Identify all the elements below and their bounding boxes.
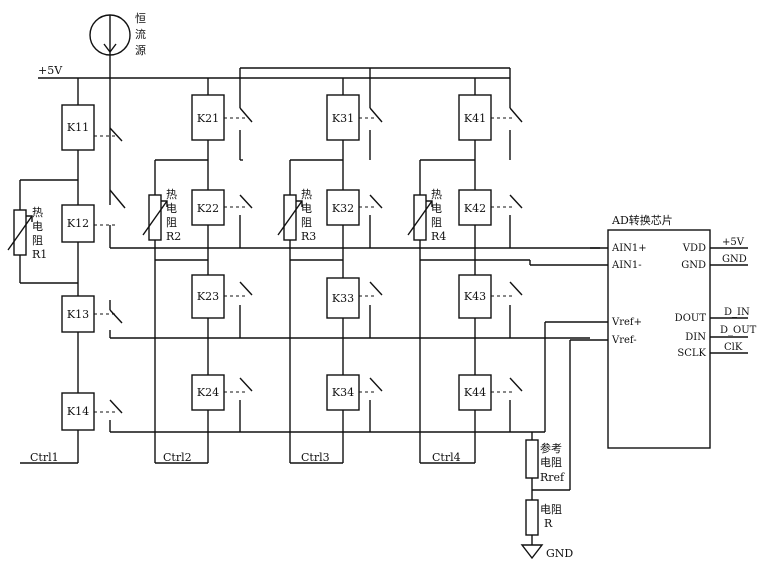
ad-signal-gnd: GND <box>722 254 747 265</box>
relay-k14 <box>61 392 95 431</box>
ctrl3-label: Ctrl3 <box>301 451 330 464</box>
relay-k41-label: K41 <box>464 112 486 125</box>
ad-pin-ain1-plus: AIN1+ <box>611 243 647 254</box>
relay-k43-label: K43 <box>464 290 486 303</box>
relay-k31-label: K31 <box>332 112 354 125</box>
ad-pin-vref-plus: Vref+ <box>611 317 642 328</box>
supply-wiring <box>38 55 511 190</box>
relay-k44 <box>458 374 492 411</box>
relay-k14-label: K14 <box>67 405 89 418</box>
relay-k21-label: K21 <box>197 112 219 125</box>
relay-k13-label: K13 <box>67 308 89 321</box>
thermistor-r2 <box>142 194 168 241</box>
ad-signal-d-in: D_IN <box>724 307 750 318</box>
ad-pin-dout: DOUT <box>675 313 707 324</box>
ctrl2-label: Ctrl2 <box>163 451 192 464</box>
ad-chip-wiring <box>529 247 748 545</box>
relay-k11-label: K11 <box>67 121 89 134</box>
thermistor-r2-line-1: 热 <box>166 188 177 201</box>
ad-pin-din: DIN <box>685 332 706 343</box>
thermistor-r1-line-2: 电 <box>32 220 43 233</box>
relay-k12-label: K12 <box>67 217 89 230</box>
column-2-dashes <box>224 117 245 393</box>
ad-pin-ain1-minus: AIN1- <box>611 260 642 271</box>
ground-label: GND <box>546 547 573 560</box>
thermistor-r2-line-2: 电 <box>166 202 177 215</box>
thermistor-r3-line-2: 电 <box>301 202 312 215</box>
thermistor-r3-line-1: 热 <box>301 188 312 201</box>
relay-k22 <box>191 189 225 226</box>
ctrl4-label: Ctrl4 <box>432 451 461 464</box>
reference-resistor <box>525 439 539 479</box>
relay-k34-label: K34 <box>332 386 354 399</box>
thermistor-r1 <box>7 209 33 256</box>
relay-k32 <box>326 189 360 226</box>
column-4-wiring <box>154 78 530 464</box>
thermistor-r4-name: R4 <box>431 230 446 243</box>
rref-name: Rref <box>540 471 565 484</box>
thermistor-r4-line-2: 电 <box>431 202 442 215</box>
relay-k33 <box>326 277 360 319</box>
column-3-wiring <box>289 78 383 464</box>
ad-pin-sclk: SCLK <box>677 348 706 359</box>
thermistor-r1-line-3: 阻 <box>32 234 43 247</box>
current-source <box>89 14 131 56</box>
relay-k13 <box>61 295 95 333</box>
relay-k42-label: K42 <box>464 202 486 215</box>
relay-k23-label: K23 <box>197 290 219 303</box>
column-1-wiring <box>19 127 600 464</box>
relay-k41 <box>458 94 492 141</box>
column-3-dashes <box>359 117 375 393</box>
relay-k24-label: K24 <box>197 386 219 399</box>
thermistor-r4-line-3: 阻 <box>431 216 442 229</box>
resistor-r-name: R <box>544 517 553 530</box>
column-4-dashes <box>491 117 515 393</box>
thermistor-r1-name: R1 <box>32 248 47 261</box>
current-source-label-3: 源 <box>135 43 146 57</box>
current-source-label-2: 流 <box>135 27 146 41</box>
relay-k23 <box>191 274 225 319</box>
thermistor-r4 <box>407 194 433 241</box>
ground-icon <box>520 544 544 560</box>
current-source-label-1: 恒 <box>135 12 146 25</box>
relay-k43 <box>458 274 492 319</box>
ad-signal-clk: ClK <box>724 342 743 353</box>
rref-line-2: 电阻 <box>540 456 562 469</box>
ctrl1-label: Ctrl1 <box>30 451 59 464</box>
resistor-r-line-1: 电阻 <box>540 503 562 516</box>
ad-chip-title: AD转换芯片 <box>611 213 673 227</box>
supply-label: +5V <box>38 64 63 77</box>
thermistor-r3-line-3: 阻 <box>301 216 312 229</box>
ad-chip <box>607 229 711 449</box>
column-2-wiring <box>154 78 253 464</box>
column-1-dashes <box>94 135 115 413</box>
ad-signal-5v: +5V <box>722 237 745 248</box>
relay-k44-label: K44 <box>464 386 486 399</box>
ad-signal-d-out: D_OUT <box>720 325 757 336</box>
thermistor-r1-line-1: 热 <box>32 206 43 219</box>
resistor-r <box>525 499 539 536</box>
thermistor-r3 <box>277 194 303 241</box>
relay-k32-label: K32 <box>332 202 354 215</box>
thermistor-r3-name: R3 <box>301 230 316 243</box>
relay-k34 <box>326 374 360 411</box>
thermistor-r2-line-3: 阻 <box>166 216 177 229</box>
thermistor-r2-name: R2 <box>166 230 181 243</box>
ad-pin-vdd: VDD <box>682 243 706 254</box>
relay-k12 <box>61 204 95 243</box>
rref-line-1: 参考 <box>540 441 562 455</box>
ad-pin-gnd: GND <box>681 260 706 271</box>
thermistor-r4-line-1: 热 <box>431 188 442 201</box>
relay-k11 <box>61 104 95 151</box>
relay-k42 <box>458 189 492 226</box>
relay-k31 <box>326 94 360 141</box>
relay-k22-label: K22 <box>197 202 219 215</box>
ad-pin-vref-minus: Vref- <box>611 335 637 346</box>
relay-k21 <box>191 94 225 141</box>
relay-k24 <box>191 374 225 411</box>
relay-k33-label: K33 <box>332 292 354 305</box>
